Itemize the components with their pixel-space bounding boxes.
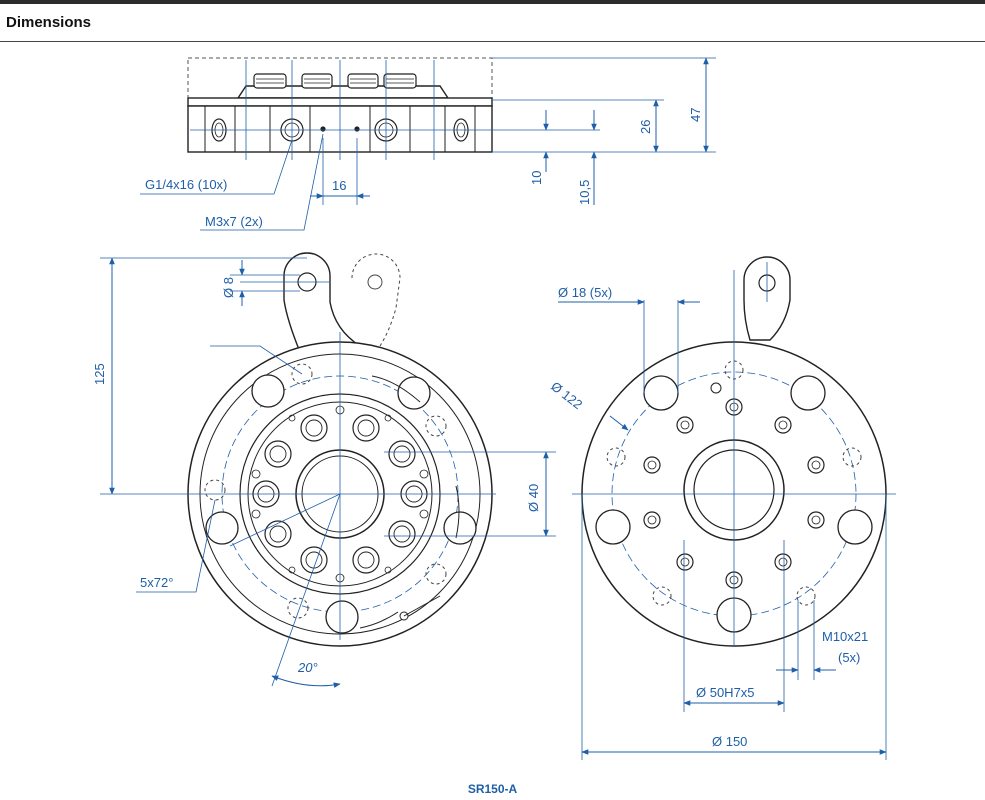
height-10-5-label: 10,5 [577, 180, 592, 205]
dia-18-label: Ø 18 (5x) [558, 285, 612, 300]
width-16-label: 16 [332, 178, 346, 193]
thread-m10-label: M10x21 [822, 629, 868, 644]
angle-20-label: 20° [297, 660, 318, 675]
pattern-5x72-label: 5x72° [140, 575, 173, 590]
dia-50-label: Ø 50H7x5 [696, 685, 755, 700]
right-view [558, 256, 896, 760]
thread-m10-count-label: (5x) [838, 650, 860, 665]
dia-150-label: Ø 150 [712, 734, 747, 749]
left-view [100, 252, 556, 688]
side-view [140, 57, 716, 231]
thread-callout-label: G1/4x16 (10x) [145, 177, 227, 192]
dia-40-label: Ø 40 [526, 484, 541, 512]
height-47-label: 47 [688, 108, 703, 122]
height-26-label: 26 [638, 120, 653, 134]
dia-122-label: Ø 122 [548, 379, 585, 413]
dia-8-label: Ø 8 [221, 277, 236, 298]
height-10-label: 10 [529, 171, 544, 185]
section-heading: Dimensions [6, 14, 92, 31]
header-divider [0, 41, 985, 42]
header-top-rule [0, 0, 985, 4]
model-caption: SR150-A [467, 782, 518, 796]
screw-callout-label: M3x7 (2x) [205, 214, 263, 229]
dist-125-label: 125 [92, 363, 107, 385]
